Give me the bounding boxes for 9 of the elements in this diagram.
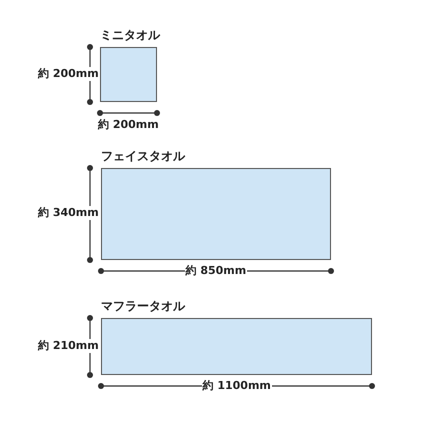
towel-name: ミニタオル (100, 27, 160, 44)
dimension-label: 約 850mm (184, 264, 248, 278)
dimension-label: 約 1100mm (202, 379, 272, 393)
dimension-label: 約 340mm (37, 206, 100, 220)
towel-name: フェイスタオル (101, 148, 185, 165)
dimension-label: 約 210mm (37, 338, 100, 352)
dimension-label: 約 200mm (97, 118, 160, 132)
dimension-label: 約 200mm (37, 66, 100, 80)
towel-name: マフラータオル (101, 298, 185, 315)
